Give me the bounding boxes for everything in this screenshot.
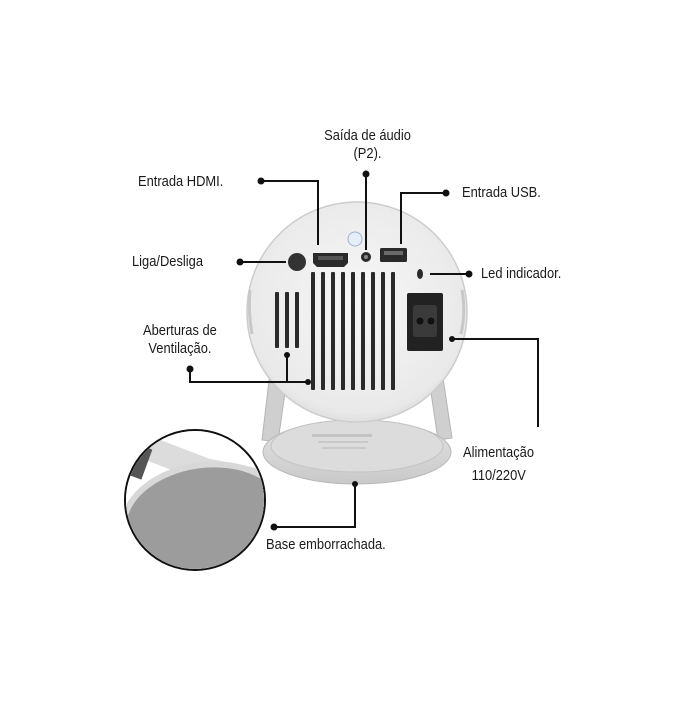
label-ventilation: Aberturas de Ventilação. <box>143 322 217 358</box>
label-power-switch: Liga/Desliga <box>132 253 204 270</box>
callout-dots <box>186 170 473 531</box>
label-led-indicator: Led indicador. <box>481 265 562 282</box>
label-audio-output: Saída de áudio (P2). <box>309 127 425 163</box>
callout-lines <box>189 175 539 528</box>
power-socket <box>407 293 443 351</box>
power-button <box>288 253 306 271</box>
label-power-line2: 110/220V <box>471 467 526 484</box>
led-indicator <box>417 269 423 279</box>
ventilation-slots <box>275 272 395 390</box>
label-audio-line1: Saída de áudio <box>324 127 411 144</box>
label-rubber-base: Base emborrachada. <box>266 536 386 553</box>
label-audio-line2: (P2). <box>353 145 382 162</box>
label-power-line1: Alimentação <box>463 444 534 461</box>
zoom-base-detail <box>124 429 266 571</box>
label-ventilation-line2: Ventilação. <box>148 340 212 357</box>
label-ventilation-line1: Aberturas de <box>143 322 217 339</box>
logo-sticker <box>347 231 363 247</box>
label-power-supply: Alimentação 110/220V <box>463 441 534 487</box>
label-hdmi-input: Entrada HDMI. <box>138 173 224 190</box>
label-usb-input: Entrada USB. <box>462 184 541 201</box>
